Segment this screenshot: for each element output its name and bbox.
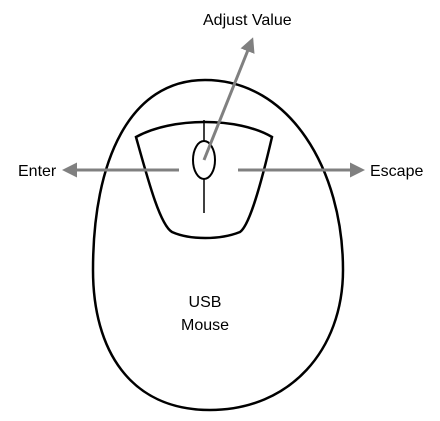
device-label-line2: Mouse xyxy=(181,317,229,334)
device-label-line1: USB xyxy=(189,294,222,311)
adjust-value-label: Adjust Value xyxy=(203,12,292,29)
escape-label: Escape xyxy=(370,163,423,180)
enter-label: Enter xyxy=(18,163,57,180)
mouse-body-outline xyxy=(91,78,345,412)
adjust-value-arrow xyxy=(202,37,255,161)
